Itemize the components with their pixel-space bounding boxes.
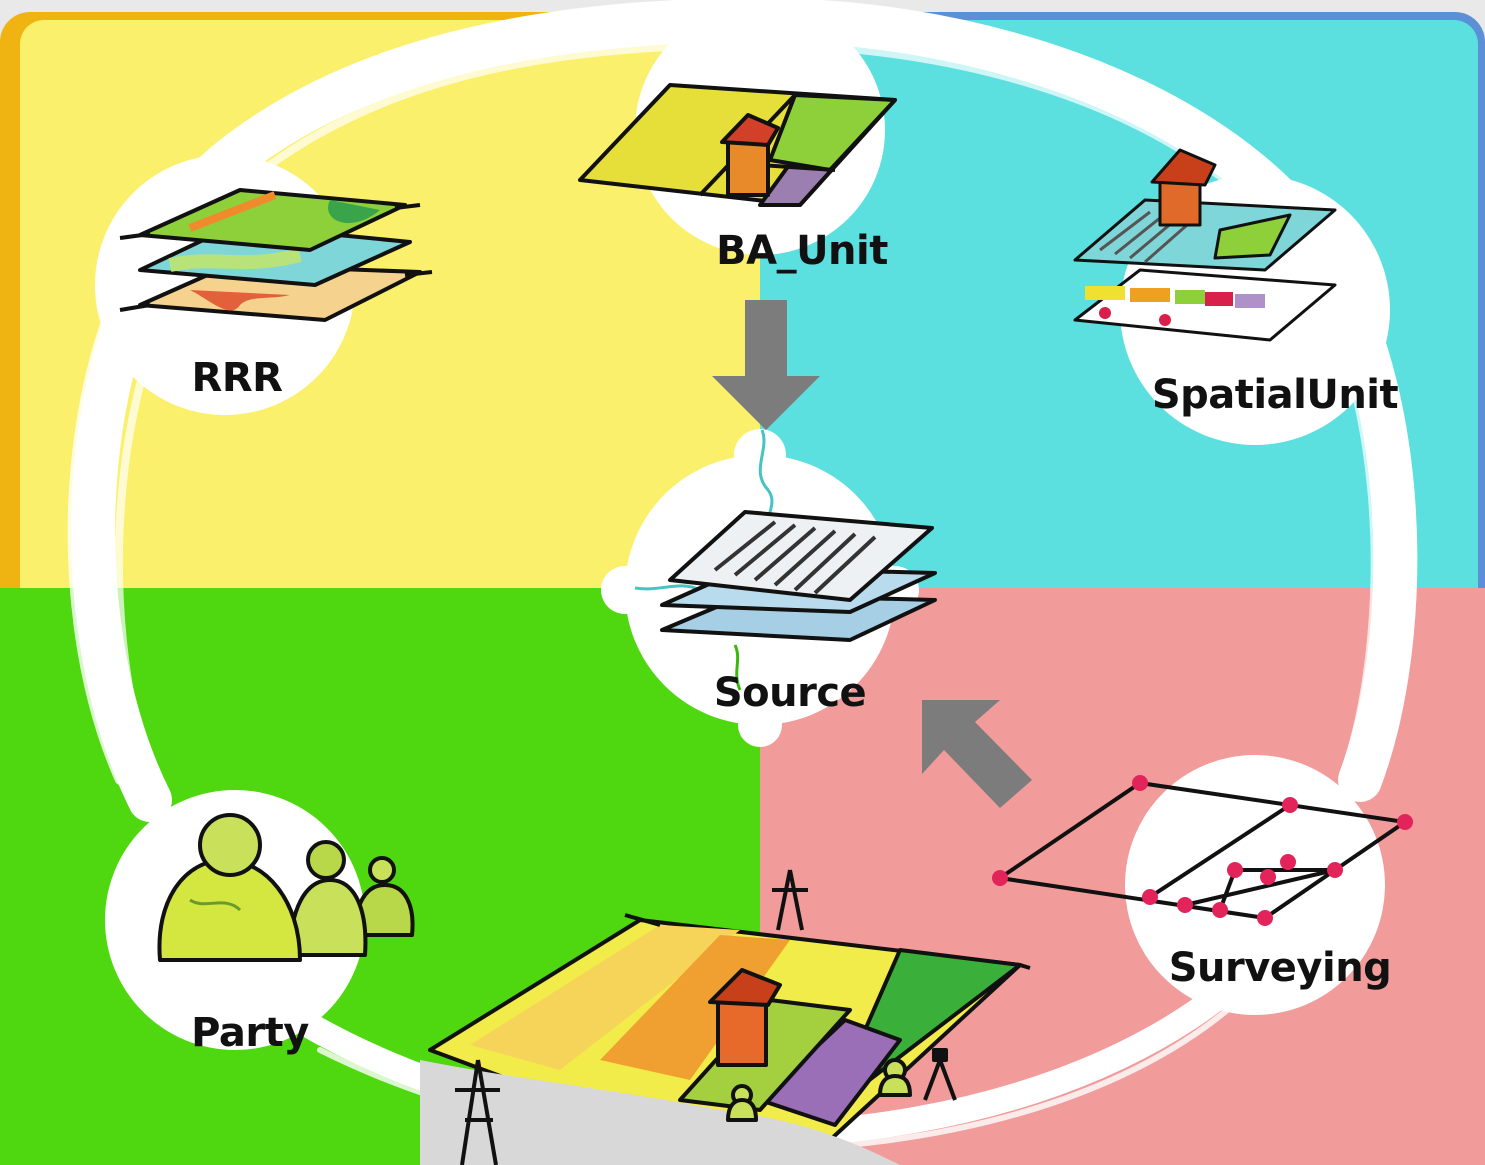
document-stack-icon [660, 510, 937, 642]
arrow-surveying-to-source [922, 700, 1032, 808]
power-pylon-icon [455, 1059, 500, 1165]
survey-points-grid-icon [992, 775, 1413, 926]
ba-unit-label: BA_Unit [716, 228, 888, 274]
surveyor-people-icon [726, 1058, 912, 1122]
people-group-icon [157, 813, 415, 962]
surveying-circle [1125, 755, 1385, 1015]
cadastral-map-with-house-icon [1073, 148, 1337, 342]
layered-land-maps-icon [119, 188, 433, 322]
power-pylon-icon [772, 869, 808, 931]
source-label: Source [713, 670, 867, 716]
land-parcels-landscape-icon [420, 869, 1031, 1165]
spatial-unit-label: SpatialUnit [1151, 372, 1399, 418]
land-parcel-with-house-icon [578, 83, 897, 207]
tripod-icon [923, 1048, 957, 1101]
party-label: Party [191, 1010, 309, 1056]
rrr-label: RRR [191, 355, 283, 401]
arrow-ba-unit-to-source [712, 300, 820, 430]
surveying-label: Surveying [1168, 945, 1392, 991]
